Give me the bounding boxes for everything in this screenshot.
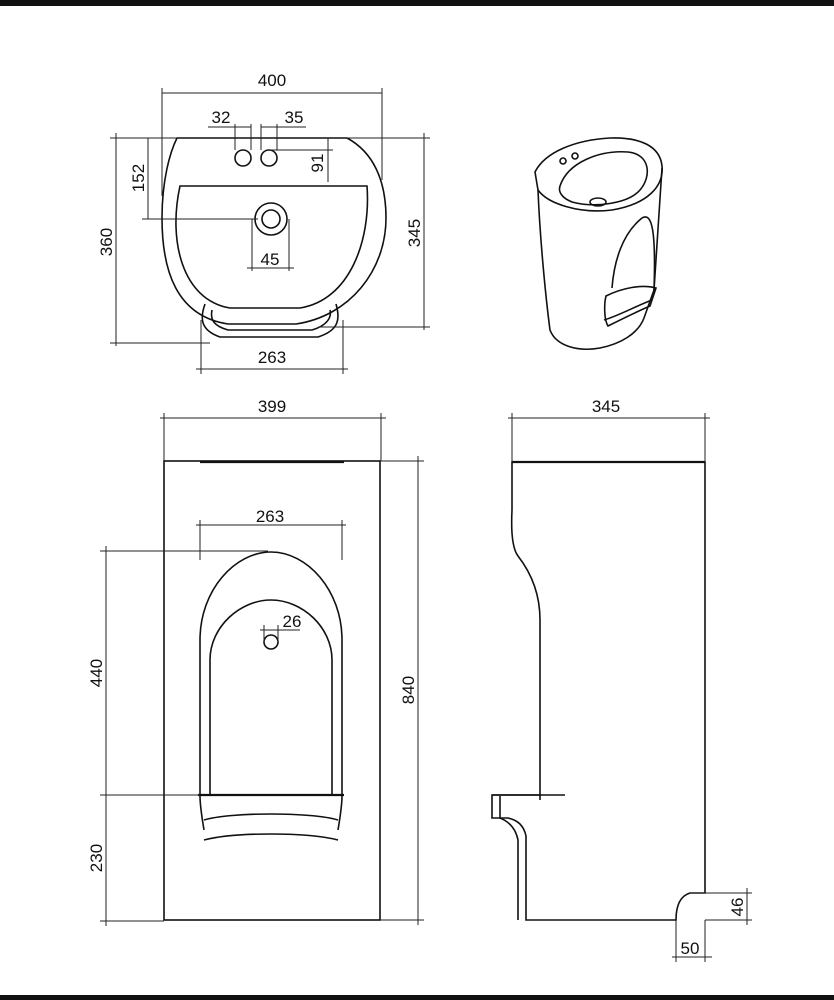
dim-tap-to-rim: 91 xyxy=(308,154,327,173)
dim-overall-depth: 360 xyxy=(97,228,116,256)
bottom-frame-border xyxy=(0,995,834,1000)
perspective-alcove-outline xyxy=(611,216,656,291)
perspective-shelf-front xyxy=(603,299,653,321)
waste-hole-outer-icon xyxy=(254,202,288,236)
dim-front-width: 399 xyxy=(258,397,286,416)
side-view: 345 46 50 xyxy=(491,397,752,962)
front-body-outline xyxy=(163,460,381,921)
tap-hole-left-icon xyxy=(234,149,252,167)
dim-base-width: 263 xyxy=(258,348,286,367)
basin-top-outline xyxy=(161,137,387,325)
dim-tap-hole-right: 35 xyxy=(285,108,304,127)
front-shelf-edge xyxy=(199,795,205,831)
dim-toe-recess-depth: 50 xyxy=(681,939,700,958)
dim-tap-to-waste: 152 xyxy=(129,164,148,192)
front-waste-outlet-icon xyxy=(263,634,279,650)
top-view: 400 32 35 91 152 360 345 45 xyxy=(97,71,430,374)
dim-side-depth: 345 xyxy=(592,397,620,416)
dim-bowl-depth: 345 xyxy=(405,219,424,247)
perspective-rim-outline xyxy=(534,137,663,212)
basin-bowl-outline xyxy=(175,185,369,309)
perspective-tap-hole-icon xyxy=(571,152,579,160)
perspective-waste-icon xyxy=(589,197,607,207)
perspective-tap-hole-icon xyxy=(559,157,567,165)
dim-opening-width: 263 xyxy=(256,507,284,526)
dim-toe-recess-height: 46 xyxy=(728,898,747,917)
front-shelf-lip xyxy=(203,833,339,841)
front-shelf-edge xyxy=(337,795,343,831)
dim-total-height: 840 xyxy=(399,676,418,704)
dim-waste-outlet: 26 xyxy=(283,612,302,631)
tap-hole-right-icon xyxy=(260,149,278,167)
front-opening-inner xyxy=(209,599,333,796)
perspective-bowl-outline xyxy=(558,151,649,206)
perspective-pedestal-outline xyxy=(537,167,663,350)
pedestal-base-outline xyxy=(201,303,339,338)
perspective-shelf-outline xyxy=(603,285,658,328)
perspective-view xyxy=(534,137,663,350)
dim-opening-height: 440 xyxy=(87,659,106,687)
dim-tap-hole-left: 32 xyxy=(212,108,231,127)
front-view: 399 263 26 440 230 840 xyxy=(87,397,424,926)
front-opening-outer xyxy=(199,551,343,796)
front-shelf-lip xyxy=(203,813,339,821)
side-body-outline xyxy=(491,461,706,921)
dim-plinth-height: 230 xyxy=(87,844,106,872)
side-shelf-inner xyxy=(499,796,519,920)
dim-top-width: 400 xyxy=(258,71,286,90)
top-frame-border xyxy=(0,0,834,6)
pedestal-base-inner xyxy=(210,309,332,331)
dim-waste-diameter: 45 xyxy=(261,250,280,269)
waste-hole-inner-icon xyxy=(261,209,281,229)
